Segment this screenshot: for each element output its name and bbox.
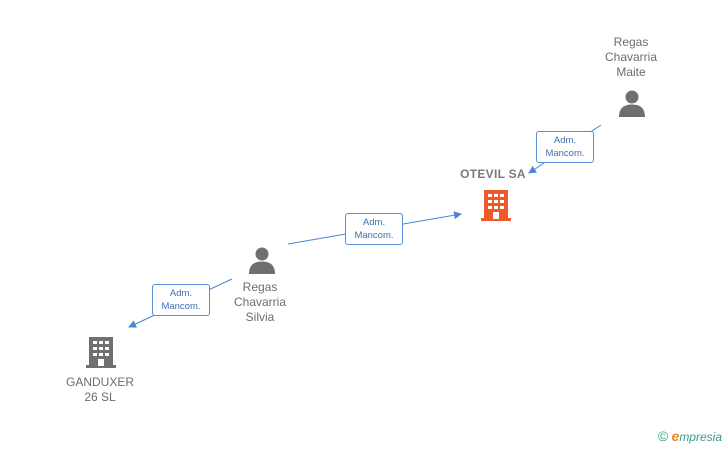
node-label-otevil[interactable]: OTEVIL SA xyxy=(460,167,526,181)
brand-initial: e xyxy=(671,428,680,444)
edge-label-role: Adm. xyxy=(553,135,577,146)
edge-label-role-detail: Mancom. xyxy=(545,148,585,159)
building-icon[interactable] xyxy=(85,335,117,369)
edge-label-role-detail: Mancom. xyxy=(354,230,394,241)
node-label-maite[interactable]: Regas Chavarria Maite xyxy=(604,35,658,79)
edge-label-silvia-otevil[interactable]: Adm. Mancom. xyxy=(345,213,403,245)
node-label-silvia[interactable]: Regas Chavarria Silvia xyxy=(233,280,287,324)
edge-label-role-detail: Mancom. xyxy=(161,301,201,312)
edge-label-role: Adm. xyxy=(362,217,386,228)
person-icon[interactable] xyxy=(617,88,647,118)
brand-logo: © empresia xyxy=(658,428,722,444)
node-label-ganduxer[interactable]: GANDUXER 26 SL xyxy=(65,375,134,404)
edge-label-maite-otevil[interactable]: Adm. Mancom. xyxy=(536,131,594,163)
brand-name: mpresia xyxy=(679,430,722,444)
building-icon[interactable] xyxy=(480,188,512,222)
edge-label-silvia-ganduxer[interactable]: Adm. Mancom. xyxy=(152,284,210,316)
edge-label-role: Adm. xyxy=(169,288,193,299)
copyright-symbol: © xyxy=(657,428,669,444)
person-icon[interactable] xyxy=(247,245,277,275)
